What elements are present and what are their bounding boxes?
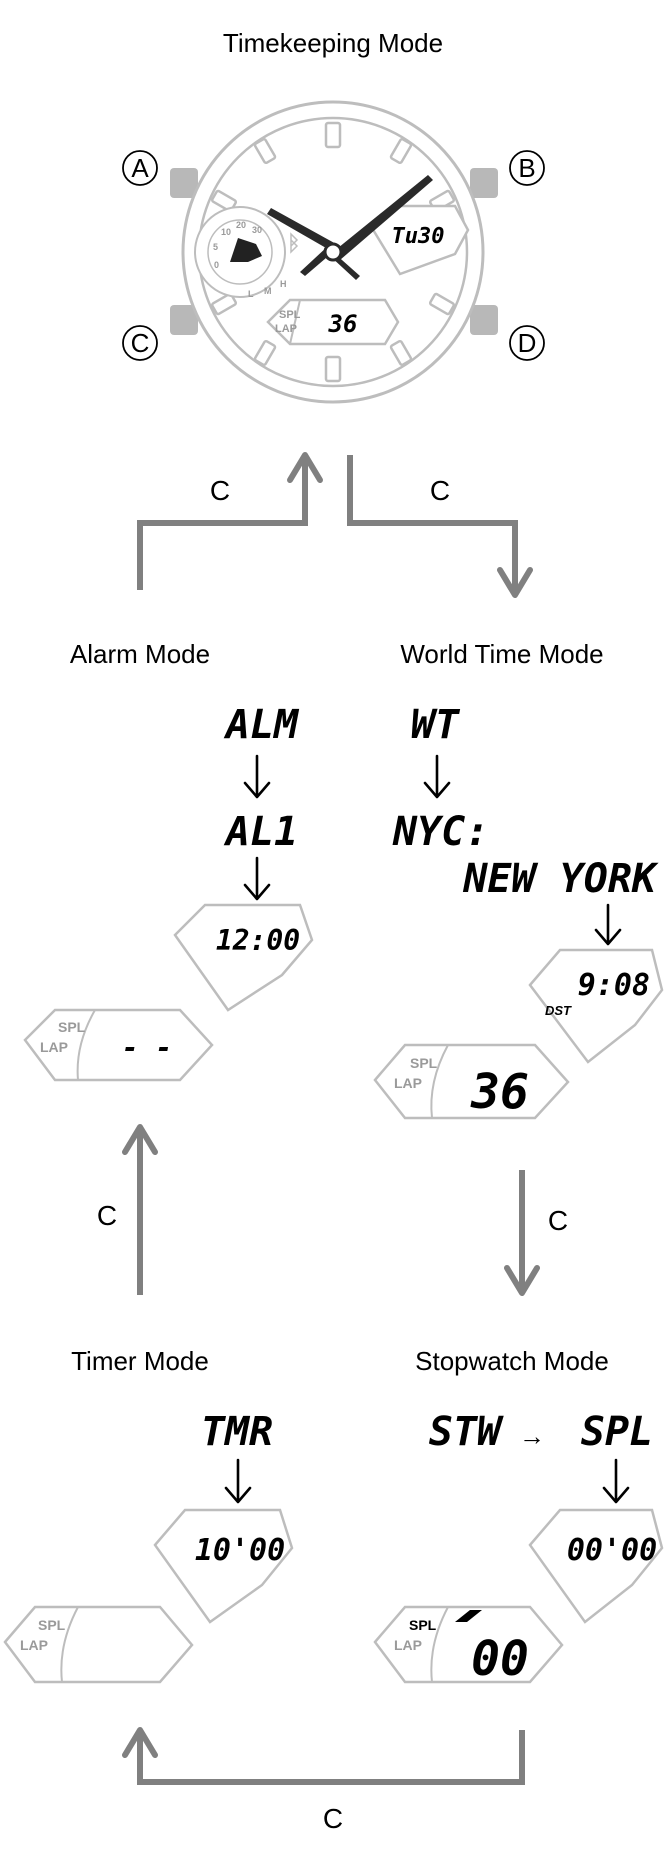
worldtime-mode-title: World Time Mode [400, 639, 603, 669]
subdial-level-l: L [248, 289, 254, 299]
timer-upper-window [153, 1508, 294, 1624]
timer-seq-tmr: TMR [201, 1409, 273, 1455]
alarm-lap-label: LAP [40, 1039, 68, 1055]
worldtime-upper-window [528, 948, 664, 1064]
stopwatch-mode-title: Stopwatch Mode [415, 1346, 609, 1376]
alarm-time: 12:00 [216, 924, 300, 957]
alarm-lower-window [23, 1008, 214, 1082]
day-display: Tu30 [392, 224, 445, 249]
stopwatch-upper-window [528, 1508, 664, 1624]
alarm-lower-display: - - [122, 1031, 173, 1064]
transition-label-c-1: C [210, 475, 230, 506]
stopwatch-seq-stw: STW [429, 1409, 504, 1455]
subdial-scale-10: 10 [221, 227, 231, 237]
alarm-seq-al1: AL1 [223, 809, 298, 855]
spl-label: SPL [279, 309, 301, 321]
arrow-timekeeping-to-worldtime [347, 455, 533, 598]
svg-text:D: D [518, 328, 537, 358]
worldtime-time: 9:08 [578, 968, 650, 1003]
worldtime-dst-indicator: DST [545, 1003, 572, 1018]
stopwatch-lower-window [373, 1605, 564, 1684]
stopwatch-spl-label: SPL [409, 1617, 437, 1633]
button-b-label: B [509, 150, 545, 186]
subdial-scale-5: 5 [213, 242, 218, 252]
arrow-worldtime-to-stopwatch [504, 1170, 540, 1296]
svg-text:A: A [131, 153, 149, 183]
arrow-timer-to-alarm [122, 1124, 158, 1295]
stopwatch-time: 00'00 [567, 1533, 657, 1568]
button-a-label: A [122, 150, 158, 186]
stopwatch-lower-display: 00 [471, 1631, 529, 1687]
button-d-label: D [509, 325, 545, 361]
subdial-scale-20: 20 [236, 220, 246, 230]
alarm-spl-label: SPL [58, 1019, 86, 1035]
button-c-label: C [122, 325, 158, 361]
timer-lap-label: LAP [20, 1637, 48, 1653]
svg-text:B: B [518, 153, 535, 183]
worldtime-lap-label: LAP [394, 1075, 422, 1091]
worldtime-lower-display: 36 [470, 1064, 529, 1120]
subdial-scale-0: 0 [214, 260, 219, 270]
watch-illustration: 0 5 10 20 30 L M H Tu30 SPL LAP 36 [170, 100, 498, 404]
transition-label-c-3: C [548, 1205, 568, 1236]
worldtime-city-code: NYC: [392, 809, 489, 855]
button-c-shape [170, 305, 198, 335]
transition-label-c-2: C [430, 475, 450, 506]
worldtime-lower-window [373, 1043, 570, 1120]
hour-hand [267, 208, 338, 252]
bluetooth-icon [290, 232, 299, 254]
subdial-scale-30: 30 [252, 225, 262, 235]
timer-mode-title: Timer Mode [71, 1346, 209, 1376]
arrow-alarm-to-timekeeping [137, 452, 323, 590]
worldtime-seq-wt: WT [411, 702, 461, 748]
worldtime-city-name: NEW YORK [462, 856, 659, 902]
timer-spl-label: SPL [38, 1617, 66, 1633]
timer-time: 10'00 [195, 1533, 285, 1568]
lower-display: 36 [328, 310, 358, 338]
worldtime-seq-arrow-2 [594, 903, 622, 946]
alarm-seq-alm: ALM [223, 702, 300, 748]
stopwatch-seq-arrow-down [602, 1458, 630, 1504]
timer-seq-arrow [224, 1458, 252, 1504]
stopwatch-seq-arrow-right: → [519, 1421, 545, 1451]
transition-label-c-4: C [97, 1200, 117, 1231]
arrow-stopwatch-to-timer [122, 1727, 525, 1785]
button-a-shape [170, 168, 198, 198]
stopwatch-seq-spl: SPL [581, 1409, 653, 1455]
hand-hub [323, 242, 343, 262]
timer-lower-window [3, 1605, 194, 1684]
timekeeping-mode-title: Timekeeping Mode [223, 28, 443, 58]
subdial-level-h: H [280, 279, 287, 289]
svg-text:C: C [131, 328, 150, 358]
subdial-hand [230, 238, 262, 262]
alarm-seq-arrow-1 [243, 754, 271, 799]
alarm-mode-title: Alarm Mode [70, 639, 210, 669]
lap-label: LAP [275, 323, 297, 335]
worldtime-spl-label: SPL [410, 1055, 438, 1071]
alarm-upper-window [173, 903, 314, 1012]
worldtime-seq-arrow-1 [423, 754, 451, 799]
subdial-level-m: M [264, 286, 272, 296]
alarm-seq-arrow-2 [243, 856, 271, 901]
button-b-shape [470, 168, 498, 198]
minute-hand [333, 175, 433, 260]
transition-label-c-5: C [323, 1803, 343, 1834]
stopwatch-lap-label: LAP [394, 1637, 422, 1653]
stopwatch-split-indicator [455, 1610, 482, 1622]
button-d-shape [470, 305, 498, 335]
